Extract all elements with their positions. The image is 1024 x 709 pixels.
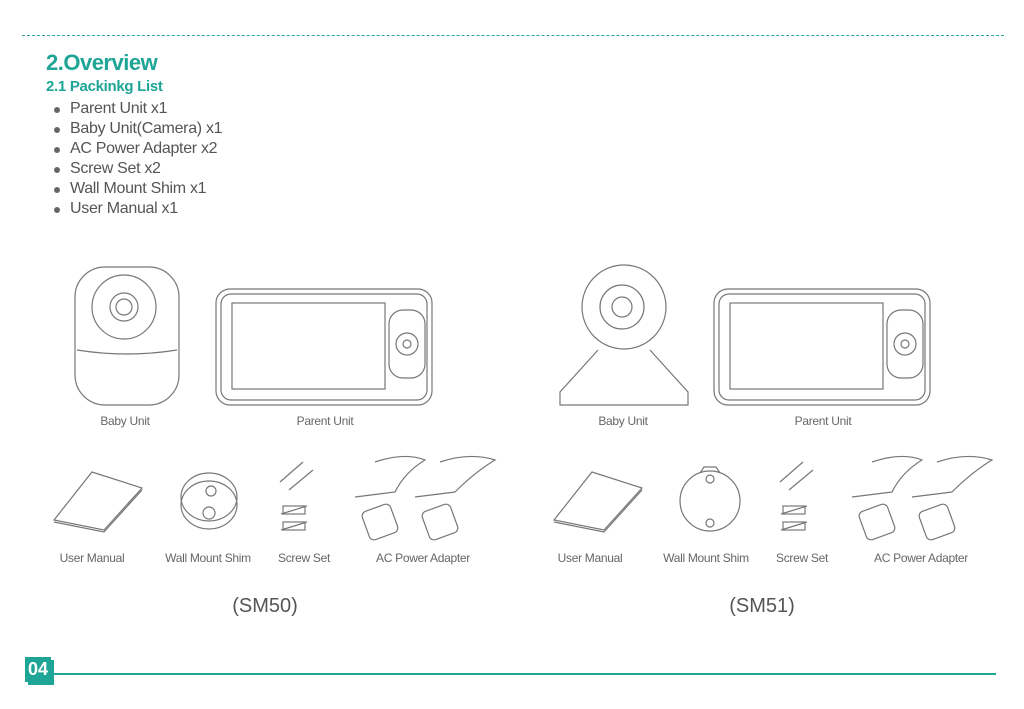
ac-power-adapter-sm50-label: AC Power Adapter [376, 551, 470, 565]
list-item: Wall Mount Shim x1 [54, 179, 222, 199]
ac-power-adapter-sm51-illustration [851, 455, 994, 541]
ac-power-adapter-sm50-illustration [354, 455, 497, 541]
top-dashed-divider [22, 35, 1004, 36]
list-item: Parent Unit x1 [54, 99, 222, 119]
screw-set-sm51-label: Screw Set [776, 551, 828, 565]
bottom-divider [54, 673, 996, 675]
user-manual-sm51-illustration [552, 471, 644, 533]
packing-list: Parent Unit x1 Baby Unit(Camera) x1 AC P… [54, 99, 223, 219]
model-sm51: (SM51) [729, 595, 795, 617]
parent-unit-sm51-label: Parent Unit [794, 414, 852, 428]
wall-mount-shim-sm50-label: Wall Mount Shim [165, 551, 251, 565]
parent-unit-sm51-illustration [713, 288, 931, 406]
user-manual-sm51-label: User Manual [557, 551, 623, 565]
parent-unit-sm50-illustration [215, 288, 433, 406]
baby-unit-sm50-label: Baby Unit [100, 414, 150, 428]
list-item: Screw Set x2 [54, 159, 222, 179]
model-sm50: (SM50) [232, 595, 298, 617]
list-item: User Manual x1 [54, 199, 222, 219]
wall-mount-shim-sm50-illustration [180, 472, 238, 530]
subsection-title: 2.1 Packinkg List [46, 78, 163, 95]
wall-mount-shim-sm51-label: Wall Mount Shim [663, 551, 749, 565]
user-manual-sm50-illustration [52, 471, 144, 533]
user-manual-sm50-label: User Manual [59, 551, 125, 565]
baby-unit-sm50-illustration [74, 266, 180, 406]
baby-unit-sm51-label: Baby Unit [598, 414, 648, 428]
screw-set-sm50-illustration [279, 461, 314, 531]
baby-unit-sm51-illustration [559, 264, 689, 406]
wall-mount-shim-sm51-illustration [679, 466, 741, 532]
screw-set-sm51-illustration [779, 461, 814, 531]
section-title: 2.Overview [46, 50, 158, 75]
ac-power-adapter-sm51-label: AC Power Adapter [874, 551, 968, 565]
list-item: AC Power Adapter x2 [54, 139, 222, 159]
parent-unit-sm50-label: Parent Unit [296, 414, 354, 428]
list-item: Baby Unit(Camera) x1 [54, 119, 223, 139]
page-number: 04 [25, 657, 51, 682]
screw-set-sm50-label: Screw Set [278, 551, 330, 565]
